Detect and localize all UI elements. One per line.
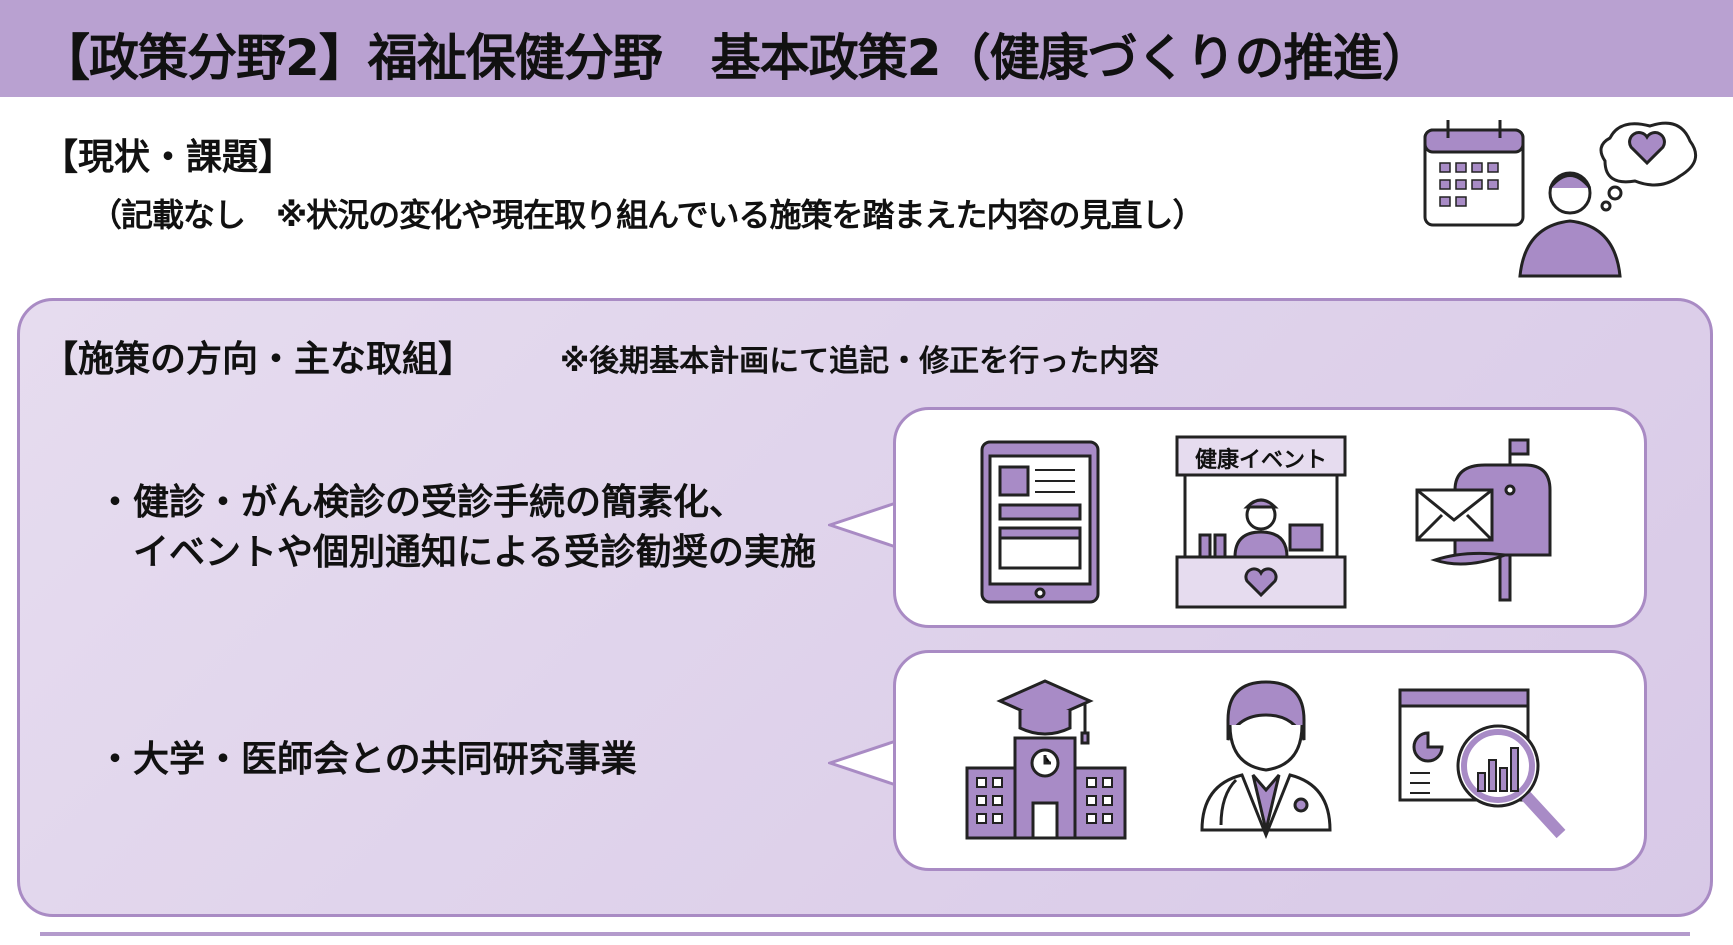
- tablet-form-icon: [980, 440, 1100, 604]
- header-bar: 【政策分野2】福祉保健分野 基本政策2（健康づくりの推進）: [0, 0, 1733, 97]
- status-heading: 【現状・課題】: [42, 137, 295, 178]
- bullet-line: ・健診・がん検診の受診手続の簡素化、: [97, 482, 746, 523]
- measures-note: ※後期基本計画にて追記・修正を行った内容: [560, 344, 1160, 379]
- measures-heading: 【施策の方向・主な取組】: [42, 339, 475, 380]
- bullet-line: イベントや個別通知による受診勧奨の実施: [97, 532, 816, 573]
- page-title: 【政策分野2】福祉保健分野 基本政策2（健康づくりの推進）: [40, 29, 1432, 87]
- mailbox-icon: [1415, 438, 1552, 602]
- status-text: （記載なし ※状況の変化や現在取り組んでいる施策を踏まえた内容の見直し）: [90, 196, 1205, 234]
- doctor-icon: [1200, 680, 1332, 840]
- bullet-checkup: ・健診・がん検診の受診手続の簡素化、 イベントや個別通知による受診勧奨の実施: [97, 478, 816, 578]
- callout-pointer: [828, 501, 897, 549]
- bottom-divider: [40, 932, 1690, 936]
- data-analysis-icon: [1398, 688, 1566, 839]
- university-icon: [965, 679, 1127, 840]
- callout-pointer: [828, 739, 897, 787]
- bullet-research: ・大学・医師会との共同研究事業: [97, 739, 637, 780]
- calendar-thinking-person-icon: [1423, 120, 1698, 278]
- booth-sign: 健康イベント: [1194, 448, 1327, 473]
